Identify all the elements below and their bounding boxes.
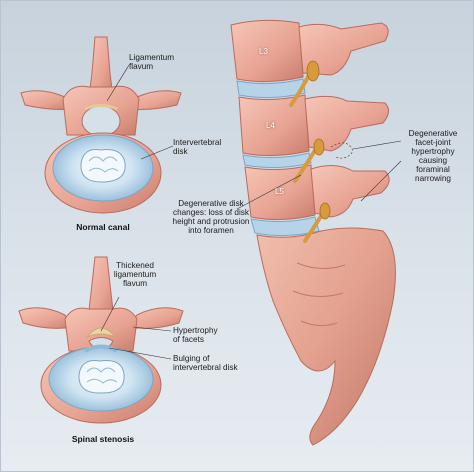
- disk-l3-l4: [236, 78, 306, 99]
- stenosis-disk-bulge: [84, 344, 118, 353]
- facet-osteophyte-outline: [330, 142, 354, 159]
- label-degenerative-disk: Degenerative disk changes: loss of disk …: [172, 199, 250, 235]
- label-l5: L5: [275, 187, 284, 196]
- label-l3: L3: [259, 47, 268, 56]
- stenosis-leader-lines: [100, 296, 172, 360]
- l3-posterior-elements: [298, 22, 389, 76]
- caption-spinal-stenosis: Spinal stenosis: [71, 434, 135, 444]
- stenosis-ligamentum: [86, 327, 116, 338]
- spine-leader-lines: [236, 140, 402, 210]
- label-hypertrophy-facets: Hypertrophy of facets: [173, 326, 218, 344]
- label-bulging-disk: Bulging of intervertebral disk: [173, 354, 238, 372]
- stenosis-vertebra: [18, 256, 184, 424]
- disk-l5-s1: [250, 216, 320, 237]
- l5-posterior-elements: [310, 165, 390, 218]
- normal-nucleus: [80, 149, 126, 183]
- ganglion-l5: [319, 202, 331, 220]
- label-thickened-ligamentum: Thickened ligamentum flavum: [113, 261, 157, 288]
- lumbar-spine: [230, 19, 396, 446]
- normal-spinal-canal: [81, 105, 121, 137]
- l3-vertebral-body: [230, 19, 304, 83]
- sacrum: [256, 227, 396, 446]
- l4-vertebral-body: [238, 94, 310, 157]
- disk-l4-l5: [242, 152, 312, 169]
- caption-normal-canal: Normal canal: [76, 222, 130, 232]
- ganglion-l4: [313, 138, 325, 156]
- label-l4: L4: [266, 121, 275, 130]
- stenosis-transverse-left: [18, 307, 74, 329]
- normal-vertebra: [20, 36, 182, 214]
- normal-ligamentum: [84, 104, 118, 111]
- stenosis-nucleus: [78, 360, 125, 394]
- ganglion-l3: [306, 60, 320, 82]
- label-facet-hypertrophy: Degenerative facet-joint hypertrophy cau…: [408, 129, 458, 183]
- normal-leader-lines: [106, 64, 174, 160]
- l4-posterior-elements: [304, 95, 389, 152]
- label-intervertebral-disk: Intervertebral disk: [173, 138, 222, 156]
- label-ligamentum-flavum: Ligamentum flavum: [129, 53, 175, 71]
